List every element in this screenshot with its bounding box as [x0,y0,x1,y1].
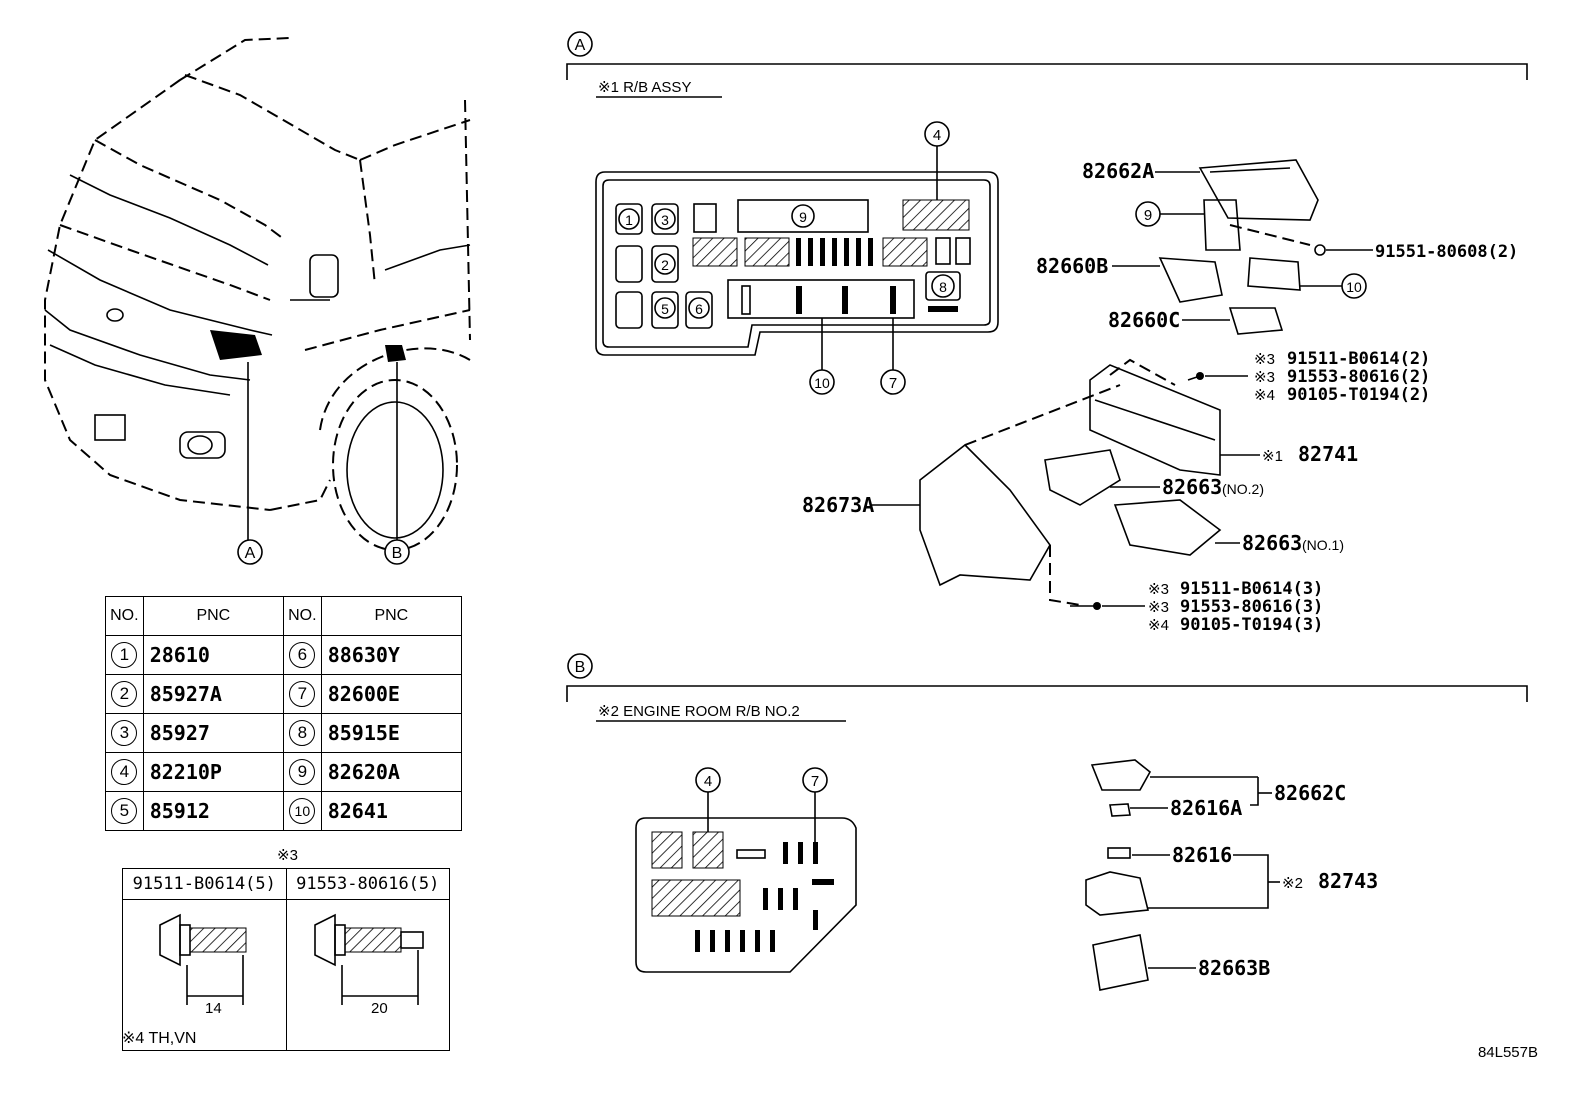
row-number: 4 [111,759,138,785]
pnc-value: 85927 [142,713,284,753]
header-pnc-2: PNC [320,596,463,636]
rb-callout-7: 7 [889,375,897,392]
section-a-parts: 82662A 9 91551-80608(2) 82660B 10 82660C… [802,159,1518,635]
note-2: ※3 [1254,369,1275,386]
row-number: 2 [111,681,138,707]
header-pnc-1: PNC [142,596,284,636]
table-row: 3 85927 8 85915E [105,713,463,753]
label-90105-3: 90105-T0194(3) [1180,615,1323,635]
row-number: 3 [111,720,138,746]
section-a-title: ※1 R/B ASSY [598,79,691,96]
table-row: 4 82210P 9 82620A [105,752,463,792]
pnc-table: NO. PNC NO. PNC 1 28610 6 88630Y 2 85927… [105,596,463,831]
label-82662A: 82662A [1082,159,1154,183]
pnc-value: 28610 [142,635,284,675]
note-82741: ※1 [1262,448,1283,465]
label-82743: 82743 [1318,869,1378,893]
pnc-value: 82600E [320,674,463,714]
bolt-length-1: 14 [205,1000,222,1017]
label-82741: 82741 [1298,442,1358,466]
row-number: 9 [289,759,316,785]
row-number: 7 [289,681,316,707]
note-m1: ※3 [1148,581,1169,598]
diagram-code: 84L557B [1478,1044,1538,1061]
table-row: 2 85927A 7 82600E [105,674,463,714]
label-91551: 91551-80608(2) [1375,242,1518,262]
er-callout-7: 7 [811,773,819,790]
header-no-1: NO. [105,596,144,636]
note-3: ※4 [1254,387,1275,404]
label-82660C: 82660C [1108,308,1180,332]
row-number: 8 [289,720,316,746]
table-row: 1 28610 6 88630Y [105,635,463,675]
label-82663B: 82663B [1198,956,1270,980]
marker-b: B [392,545,403,562]
bolt-cell-1 [122,899,287,1051]
row-number: 1 [111,642,138,668]
bolt-table: 91511-B0614(5) 91553-80616(5) [122,868,450,1051]
vehicle-illustration: A B [44,37,471,565]
rb-slot-3: 3 [661,212,669,228]
label-82673A: 82673A [802,493,874,517]
label-82663-no1: 82663 [1242,531,1302,555]
marker-a: A [245,545,256,562]
label-82663-no2-suffix: (NO.2) [1222,481,1264,497]
rb-slot-5: 5 [661,301,669,317]
label-82663-no1-suffix: (NO.1) [1302,537,1344,553]
rb-slot-9: 9 [799,209,807,225]
row-number: 6 [289,642,316,668]
pnc-value: 85912 [142,791,284,831]
label-82663-no2: 82663 [1162,475,1222,499]
row-number: 5 [111,798,138,824]
label-82616: 82616 [1172,843,1232,867]
label-90105-2: 90105-T0194(2) [1287,385,1430,405]
label-91511-3: 91511-B0614(3) [1180,579,1323,599]
label-91553-2: 91553-80616(2) [1287,367,1430,387]
section-b-parts: 82616A 82662C 82616 ※2 82743 82663B [1085,759,1378,991]
label-82662C: 82662C [1274,781,1346,805]
section-a-header: A ※1 R/B ASSY [566,31,1528,98]
section-b-title: ※2 ENGINE ROOM R/B NO.2 [598,703,800,720]
callout-10: 10 [1346,279,1362,295]
label-82660B: 82660B [1036,254,1108,278]
label-91511-2: 91511-B0614(2) [1287,349,1430,369]
bolt-length-2: 20 [371,1000,388,1017]
bolt-col-2: 91553-80616(5) [285,868,450,900]
rb-assy-panel: 1 3 9 2 5 6 [595,121,999,395]
section-a-marker: A [575,37,586,54]
bolt-table-title: ※3 [277,847,298,864]
pnc-value: 85915E [320,713,463,753]
rb-callout-4: 4 [933,127,941,144]
er-callout-4: 4 [704,773,712,790]
engine-room-rb-panel: 4 7 [635,767,857,973]
pnc-value: 82620A [320,752,463,792]
section-b-marker: B [575,659,586,676]
section-b-header: B ※2 ENGINE ROOM R/B NO.2 [566,653,1528,722]
bolt-col-1: 91511-B0614(5) [122,868,287,900]
rb-slot-2: 2 [661,257,669,273]
pnc-value: 82641 [320,791,463,831]
rb-slot-1: 1 [625,212,633,228]
label-82616A: 82616A [1170,796,1242,820]
rb-slot-8: 8 [939,279,947,295]
row-number: 10 [289,798,316,824]
footnote: ※4 TH,VN [122,1030,197,1047]
bolt-cell-2 [285,899,450,1051]
note-82743: ※2 [1282,875,1303,892]
table-row: 5 85912 10 82641 [105,791,463,831]
note-1: ※3 [1254,351,1275,368]
note-m3: ※4 [1148,617,1169,634]
header-no-2: NO. [282,596,322,636]
label-91553-3: 91553-80616(3) [1180,597,1323,617]
callout-9: 9 [1144,207,1152,224]
pnc-value: 82210P [142,752,284,792]
pnc-value: 85927A [142,674,284,714]
note-m2: ※3 [1148,599,1169,616]
rb-slot-6: 6 [695,301,703,317]
pnc-value: 88630Y [320,635,463,675]
rb-callout-10: 10 [814,375,830,391]
